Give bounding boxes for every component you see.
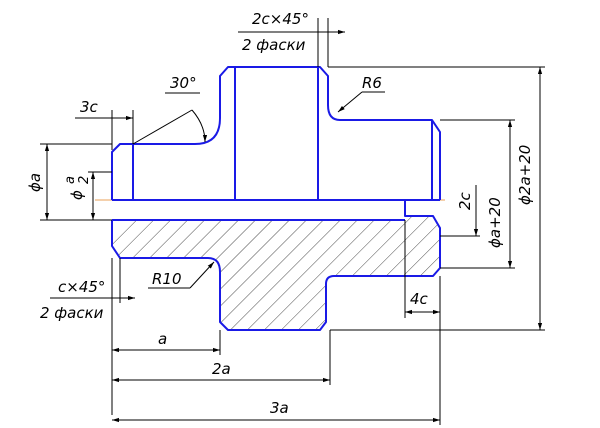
label-width-4c: 4c <box>410 290 429 308</box>
label-dia-a: ϕa <box>26 173 44 192</box>
label-dia-2a20: ϕ2a+20 <box>516 145 534 205</box>
label-dia-a-half-prefix: ϕ <box>68 190 86 200</box>
label-width-3c: 3c <box>80 98 99 116</box>
label-dia-a20: ϕa+20 <box>486 197 504 248</box>
label-radius-top: R6 <box>362 74 382 92</box>
label-angle: 30° <box>170 74 197 92</box>
label-len-3a: 3a <box>270 399 289 417</box>
label-len-a: a <box>158 330 167 348</box>
label-chamfer-bottom-size: c×45° <box>58 278 105 296</box>
part-outline-upper <box>111 66 441 200</box>
label-chamfer-top-size: 2c×45° <box>252 10 309 28</box>
label-len-2a: 2a <box>212 360 231 378</box>
part-outline-lower <box>111 200 441 331</box>
label-dia-a-half-num: a <box>63 176 78 184</box>
label-radius-bottom: R10 <box>152 270 182 288</box>
label-dia-a-half-den: 2 <box>77 176 92 184</box>
section-hatch <box>112 216 440 330</box>
dimension-lines <box>40 18 545 425</box>
label-chamfer-top-note: 2 фаски <box>242 36 306 54</box>
label-step-2c: 2c <box>456 191 474 210</box>
label-chamfer-bottom-note: 2 фаски <box>40 304 104 322</box>
